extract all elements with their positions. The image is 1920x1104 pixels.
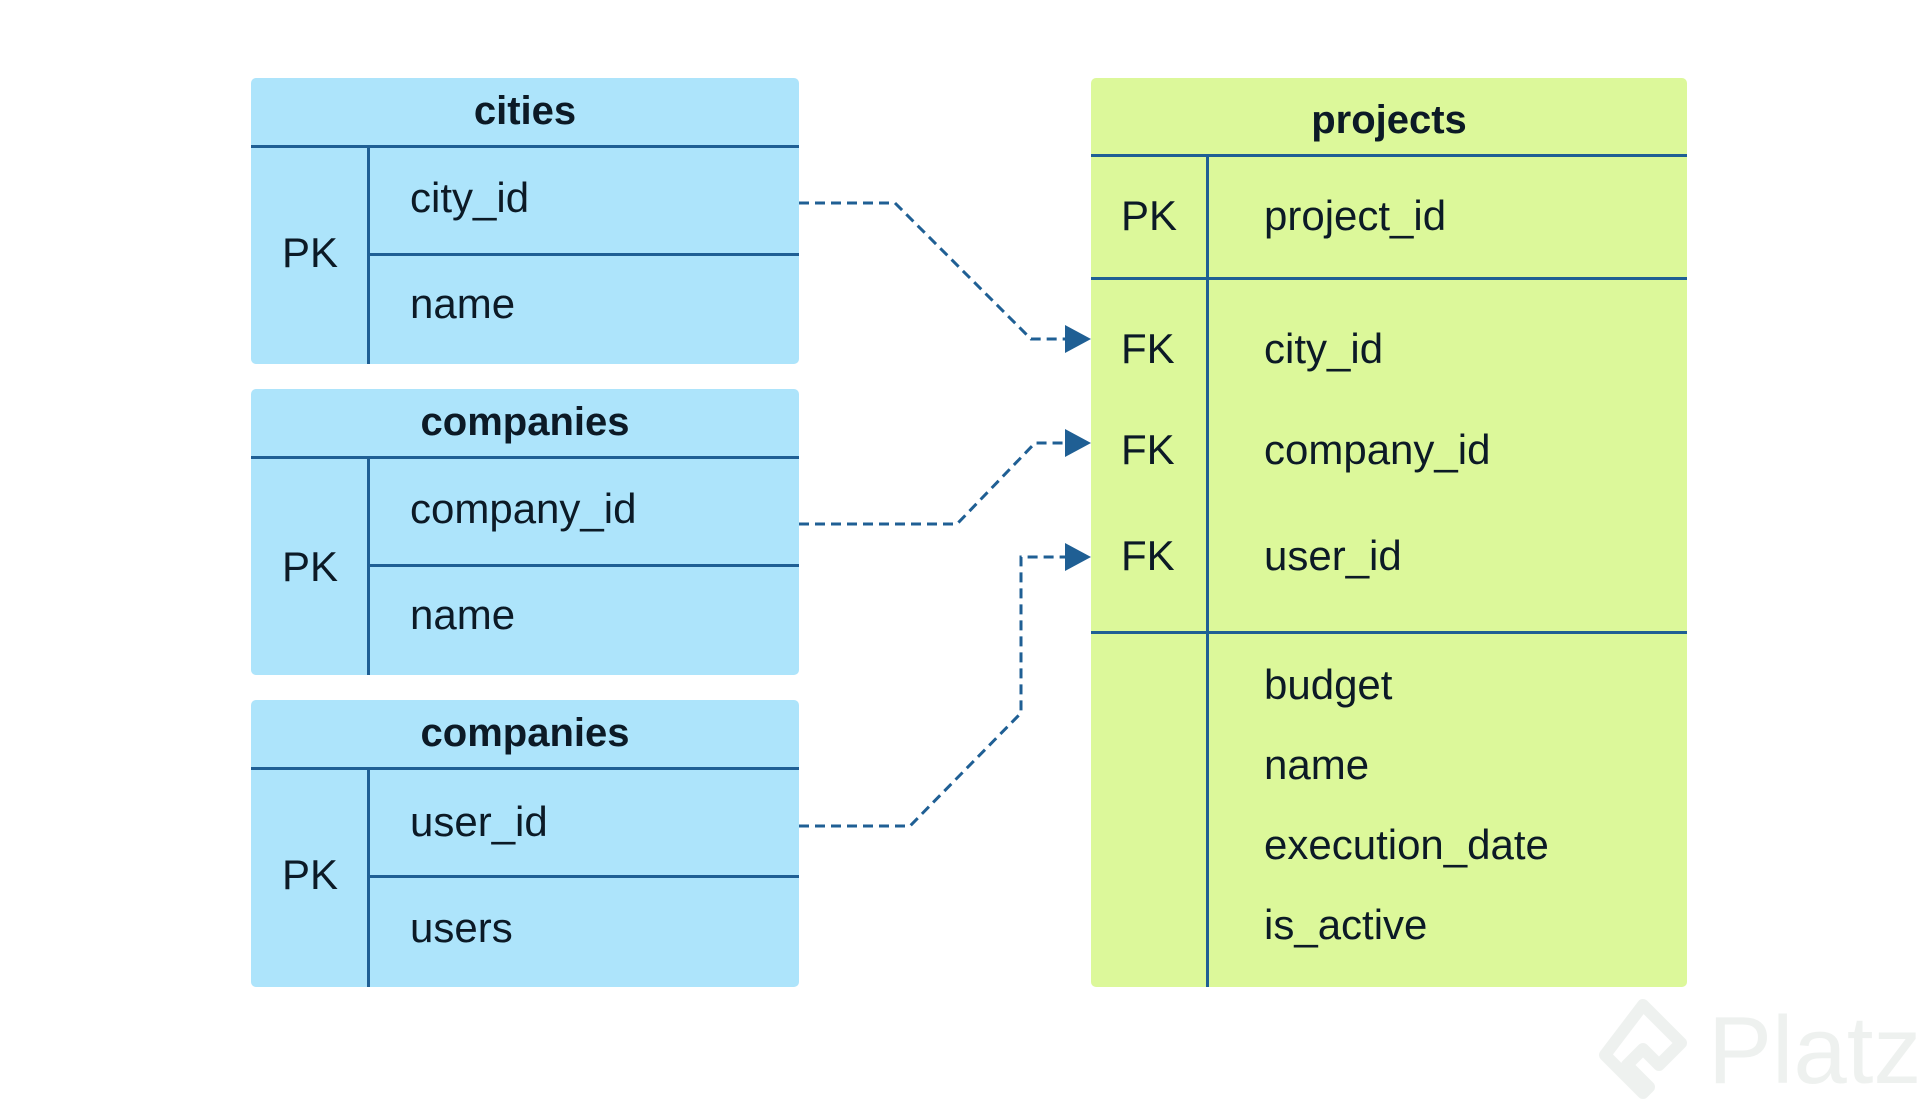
divider <box>1091 631 1687 634</box>
divider <box>1091 277 1687 280</box>
arrowhead-icon <box>1065 325 1091 353</box>
divider <box>251 145 799 148</box>
divider <box>251 767 799 770</box>
field-name: company_id <box>1264 426 1491 473</box>
field-name: city_id <box>1264 325 1384 372</box>
users-table: companies PK user_id users <box>251 700 799 987</box>
key-label: PK <box>282 543 339 590</box>
connector-cities-to-projects <box>799 201 1091 353</box>
divider <box>367 564 799 567</box>
divider <box>367 875 799 878</box>
platzi-watermark: Platzi <box>1593 995 1920 1103</box>
arrowhead-icon <box>1065 543 1091 571</box>
field-name: users <box>410 904 513 951</box>
divider <box>1091 154 1687 157</box>
key-label: PK <box>282 229 339 276</box>
field-name: name <box>410 280 516 327</box>
divider <box>367 253 799 256</box>
connector-users-to-projects <box>799 543 1091 828</box>
field-name: user_id <box>410 798 548 845</box>
platzi-brand-text: Platzi <box>1708 997 1920 1104</box>
table-title: projects <box>1311 98 1467 142</box>
field-name: city_id <box>410 174 530 221</box>
field-name: project_id <box>1264 192 1447 239</box>
table-title: companies <box>420 711 630 755</box>
key-label: FK <box>1121 426 1175 473</box>
table-title: companies <box>420 400 630 444</box>
field-name: company_id <box>410 485 637 532</box>
divider <box>251 456 799 459</box>
projects-table: projects PK project_id FK city_id FK com… <box>1091 78 1687 987</box>
arrowhead-icon <box>1065 429 1091 457</box>
cities-table: cities PK city_id name <box>251 78 799 364</box>
connector-companies-to-projects <box>799 429 1091 526</box>
platzi-logo-icon <box>1599 999 1687 1099</box>
field-name: user_id <box>1264 532 1402 579</box>
field-name: name <box>1264 741 1370 788</box>
companies-table: companies PK company_id name <box>251 389 799 675</box>
field-name: is_active <box>1264 901 1428 948</box>
field-name: name <box>410 591 516 638</box>
key-label: PK <box>282 851 339 898</box>
key-label: PK <box>1121 192 1178 239</box>
key-label: FK <box>1121 532 1175 579</box>
field-name: execution_date <box>1264 821 1549 868</box>
table-title: cities <box>473 89 577 133</box>
field-name: budget <box>1264 661 1393 708</box>
divider <box>1206 154 1209 987</box>
key-label: FK <box>1121 325 1175 372</box>
